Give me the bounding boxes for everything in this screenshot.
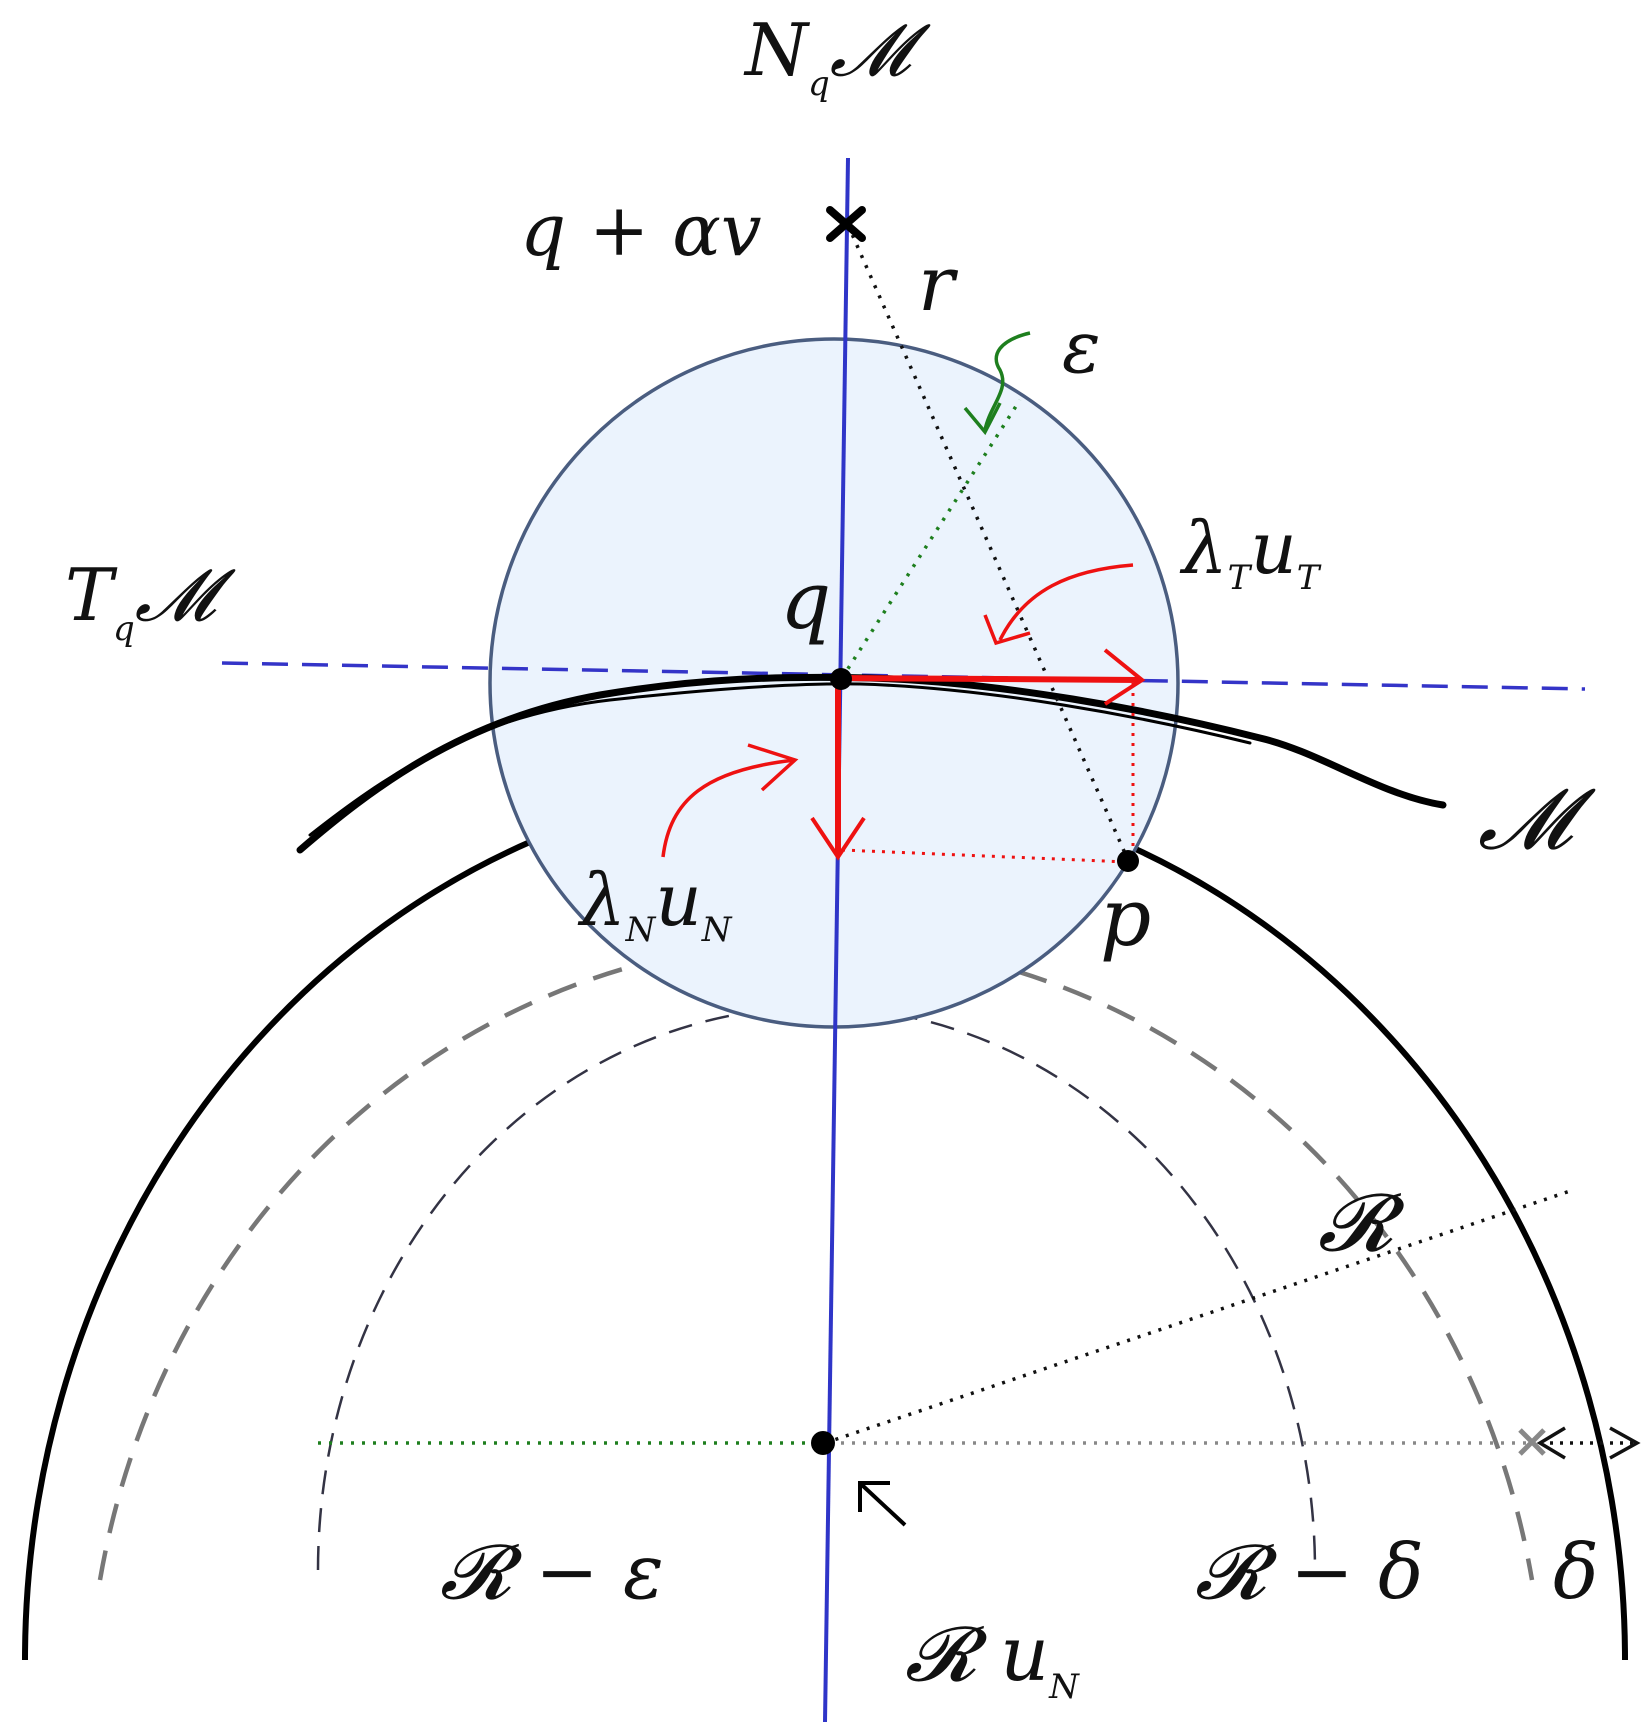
point-p bbox=[1117, 850, 1139, 872]
label-normal-space: Nq𝓜 bbox=[743, 8, 931, 104]
center-pointer-icon bbox=[858, 1481, 907, 1527]
label-r: r bbox=[918, 239, 959, 328]
label-center: 𝓡 uN bbox=[905, 1609, 1080, 1707]
delta-arrow-left-icon bbox=[1536, 1426, 1566, 1460]
tangent-pointer-head bbox=[983, 614, 1031, 646]
manifold-curve-sketch bbox=[308, 682, 1252, 837]
label-epsilon: ε bbox=[1062, 305, 1101, 389]
tangent-pointer-icon bbox=[998, 563, 1134, 641]
label-p: p bbox=[1100, 871, 1151, 964]
epsilon-pointer-head bbox=[963, 402, 1002, 436]
label-normal-vector: λNuN bbox=[577, 858, 733, 950]
label-manifold: 𝓜 bbox=[1478, 770, 1596, 868]
tangent-vector bbox=[841, 675, 1141, 683]
center-point bbox=[811, 1431, 835, 1455]
r-minus-delta-marker-icon bbox=[1518, 1428, 1546, 1456]
dashed-arc-r-minus-epsilon bbox=[316, 1005, 1317, 1571]
point-q bbox=[830, 668, 852, 690]
label-radius: 𝓡 bbox=[1318, 1176, 1406, 1269]
label-tangent-space: Tq𝓜 bbox=[65, 553, 236, 649]
tangent-vector-head bbox=[1103, 648, 1146, 706]
normal-space-line bbox=[823, 157, 850, 1723]
label-r-minus-delta: 𝓡 − δ bbox=[1195, 1527, 1424, 1616]
normal-vector-head bbox=[810, 816, 866, 861]
cross-icon bbox=[826, 206, 866, 242]
label-delta: δ bbox=[1553, 1527, 1599, 1616]
delta-arrow-right-icon bbox=[1609, 1426, 1641, 1460]
normal-pointer-head bbox=[747, 743, 799, 792]
label-q: q bbox=[780, 554, 831, 647]
label-r-minus-epsilon: 𝓡 − ε bbox=[440, 1527, 664, 1616]
dashed-arc-r-minus-delta bbox=[97, 938, 1535, 1581]
normal-pointer-icon bbox=[661, 758, 796, 858]
label-tangent-vector: λTuT bbox=[1179, 506, 1322, 598]
epsilon-pointer-icon bbox=[983, 331, 1031, 431]
label-shifted-point: q + αv bbox=[520, 188, 762, 272]
radius-line bbox=[824, 1188, 1574, 1445]
epsilon-radius-line bbox=[840, 399, 1022, 679]
